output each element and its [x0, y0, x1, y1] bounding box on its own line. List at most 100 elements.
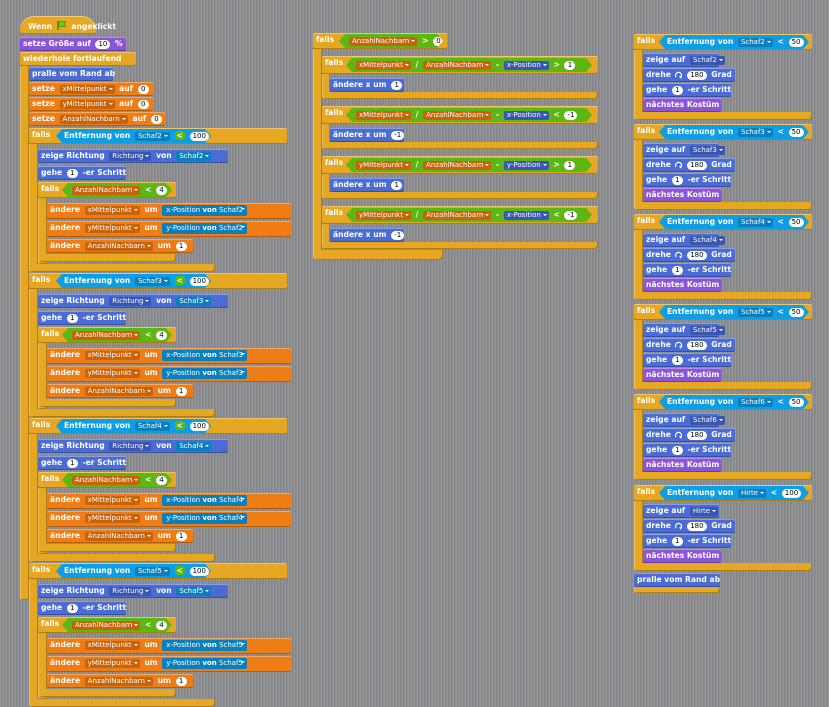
value-input[interactable]: 0: [137, 99, 149, 109]
value-input[interactable]: 0: [137, 84, 149, 94]
var-reporter[interactable]: AnzahlNachbarn: [72, 331, 140, 340]
sprite-dropdown[interactable]: Schaf4: [738, 218, 773, 227]
sprite-dropdown[interactable]: Schaf5: [135, 567, 170, 576]
move-steps-block[interactable]: gehe 1 -er Schritt: [643, 83, 731, 97]
value-input[interactable]: 50: [789, 218, 804, 227]
sprite-dropdown[interactable]: Schaf2: [689, 55, 725, 65]
value-input[interactable]: 50: [789, 308, 804, 317]
steps-input[interactable]: 1: [66, 313, 78, 323]
next-costume-block[interactable]: nächstes Kostüm: [643, 188, 721, 202]
point-towards-block[interactable]: zeige auf Schaf4: [643, 233, 725, 247]
degrees-input[interactable]: 180: [687, 160, 707, 170]
sprite-dropdown[interactable]: Schaf5: [689, 325, 725, 335]
change-var-block[interactable]: ändere xMittelpunkt um x-Position von Sc…: [47, 203, 291, 219]
move-steps-block[interactable]: gehe 1 -er Schritt: [38, 166, 126, 180]
sprite-dropdown[interactable]: Schaf4: [176, 441, 212, 451]
value-input[interactable]: 50: [789, 398, 804, 407]
value-input[interactable]: 100: [782, 489, 801, 498]
of-sensor[interactable]: y-Position von Schaf3: [162, 367, 247, 379]
change-x-block[interactable]: ändere x um -1: [330, 128, 405, 142]
turn-block[interactable]: drehe 180 Grad: [643, 158, 735, 172]
distance-sensor[interactable]: Entfernung von Hirte < 100: [659, 486, 809, 500]
move-steps-block[interactable]: gehe 1 -er Schritt: [643, 534, 731, 548]
var-reporter[interactable]: AnzahlNachbarn: [423, 61, 491, 70]
change-var-block[interactable]: ändere xMittelpunkt um x-Position von Sc…: [47, 493, 291, 509]
value-input[interactable]: 1: [175, 676, 187, 686]
var-reporter[interactable]: AnzahlNachbarn: [72, 476, 140, 485]
turn-block[interactable]: drehe 180 Grad: [643, 248, 735, 262]
change-var-block[interactable]: ändere AnzahlNachbarn um 1: [47, 384, 193, 398]
point-towards-block[interactable]: zeige auf Schaf5: [643, 323, 725, 337]
point-towards-block[interactable]: zeige Richtung Richtung von Schaf5: [38, 584, 228, 598]
change-var-block[interactable]: ändere yMittelpunkt um y-Position von Sc…: [47, 221, 291, 237]
set-var-block[interactable]: setze AnzahlNachbarn auf 0: [29, 112, 165, 126]
next-costume-block[interactable]: nächstes Kostüm: [643, 278, 721, 292]
var-dropdown[interactable]: AnzahlNachbarn: [84, 676, 153, 686]
var-dropdown[interactable]: yMittelpunkt: [84, 223, 140, 233]
distance-sensor[interactable]: Entfernung von Schaf3 < 100: [56, 274, 211, 288]
value-input[interactable]: 100: [190, 422, 209, 431]
value-input[interactable]: 0: [151, 114, 162, 124]
value-input[interactable]: 1: [175, 531, 187, 541]
distance-sensor[interactable]: Entfernung von Schaf5 < 100: [56, 564, 211, 578]
degrees-input[interactable]: 180: [687, 340, 707, 350]
value-input[interactable]: -1: [391, 230, 405, 240]
value-input[interactable]: 100: [190, 132, 209, 141]
var-reporter[interactable]: AnzahlNachbarn: [423, 161, 491, 170]
steps-input[interactable]: 1: [671, 355, 683, 365]
change-var-block[interactable]: ändere yMittelpunkt um y-Position von Sc…: [47, 656, 291, 672]
change-var-block[interactable]: ändere yMittelpunkt um y-Position von Sc…: [47, 511, 291, 527]
var-dropdown[interactable]: yMittelpunkt: [59, 99, 115, 109]
var-reporter[interactable]: AnzahlNachbarn: [423, 111, 491, 120]
compare-operator[interactable]: xMittelpunkt / AnzahlNachbarn - x-Positi…: [346, 108, 592, 122]
of-sensor[interactable]: x-Position von Schaf2: [162, 204, 247, 216]
bounce-block[interactable]: pralle vom Rand ab: [634, 573, 720, 587]
less-than-operator[interactable]: AnzahlNachbarn < 4: [62, 328, 172, 342]
point-towards-block[interactable]: zeige auf Schaf3: [643, 143, 725, 157]
var-dropdown[interactable]: yMittelpunkt: [84, 658, 140, 668]
sprite-dropdown[interactable]: Schaf2: [738, 38, 773, 47]
value-input[interactable]: 1: [391, 180, 403, 190]
sprite-dropdown[interactable]: Schaf4: [135, 422, 170, 431]
change-var-block[interactable]: ändere AnzahlNachbarn um 1: [47, 674, 193, 688]
next-costume-block[interactable]: nächstes Kostüm: [643, 549, 721, 563]
var-dropdown[interactable]: yMittelpunkt: [84, 368, 140, 378]
compare-operator[interactable]: yMittelpunkt / AnzahlNachbarn - y-Positi…: [346, 158, 592, 172]
move-steps-block[interactable]: gehe 1 -er Schritt: [643, 443, 731, 457]
var-dropdown[interactable]: AnzahlNachbarn: [84, 386, 153, 396]
turn-block[interactable]: drehe 180 Grad: [643, 519, 735, 533]
var-dropdown[interactable]: xMittelpunkt: [84, 205, 140, 215]
sprite-dropdown[interactable]: Schaf4: [689, 235, 725, 245]
greater-than-operator[interactable]: AnzahlNachbarn > 0: [339, 34, 443, 48]
steps-input[interactable]: 1: [671, 85, 683, 95]
degrees-input[interactable]: 180: [687, 250, 707, 260]
sprite-dropdown[interactable]: Schaf3: [738, 128, 773, 137]
compare-operator[interactable]: yMittelpunkt / AnzahlNachbarn - x-Positi…: [346, 208, 592, 222]
next-costume-block[interactable]: nächstes Kostüm: [643, 368, 721, 382]
change-var-block[interactable]: ändere xMittelpunkt um x-Position von Sc…: [47, 348, 291, 364]
var-dropdown[interactable]: xMittelpunkt: [59, 84, 115, 94]
direction-reporter[interactable]: Richtung: [109, 586, 152, 596]
change-var-block[interactable]: ändere yMittelpunkt um y-Position von Sc…: [47, 366, 291, 382]
value-input[interactable]: -1: [391, 130, 405, 140]
move-steps-block[interactable]: gehe 1 -er Schritt: [38, 456, 126, 470]
value-input[interactable]: 1: [564, 161, 575, 170]
distance-sensor[interactable]: Entfernung von Schaf4 < 50: [659, 215, 809, 229]
direction-reporter[interactable]: Richtung: [109, 296, 152, 306]
distance-sensor[interactable]: Entfernung von Schaf4 < 100: [56, 419, 211, 433]
position-reporter[interactable]: x-Position: [504, 211, 549, 220]
var-reporter[interactable]: xMittelpunkt: [356, 111, 411, 120]
value-input[interactable]: 4: [156, 186, 167, 195]
var-dropdown[interactable]: AnzahlNachbarn: [59, 114, 128, 124]
less-than-operator[interactable]: AnzahlNachbarn < 4: [62, 473, 172, 487]
value-input[interactable]: 100: [190, 567, 209, 576]
change-x-block[interactable]: ändere x um 1: [330, 78, 404, 92]
var-reporter[interactable]: AnzahlNachbarn: [72, 621, 140, 630]
var-dropdown[interactable]: xMittelpunkt: [84, 350, 140, 360]
size-input[interactable]: 10: [95, 39, 111, 49]
next-costume-block[interactable]: nächstes Kostüm: [643, 458, 721, 472]
var-reporter[interactable]: yMittelpunkt: [356, 211, 411, 220]
set-var-block[interactable]: setze xMittelpunkt auf 0: [29, 82, 153, 96]
point-towards-block[interactable]: zeige Richtung Richtung von Schaf4: [38, 439, 228, 453]
distance-sensor[interactable]: Entfernung von Schaf2 < 50: [659, 35, 809, 49]
